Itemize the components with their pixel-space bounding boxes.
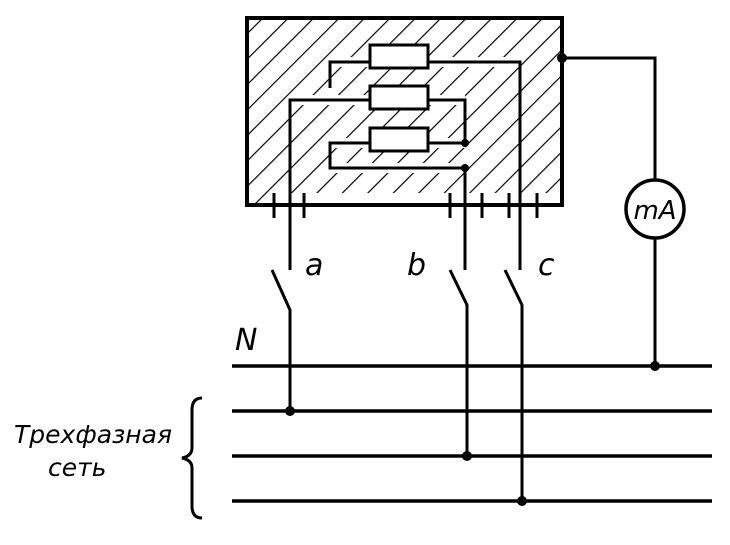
resistor-3 <box>368 126 430 153</box>
label-phase-b: b <box>407 248 426 283</box>
network-label-line1: Трехфазная <box>14 420 172 449</box>
milliammeter-icon <box>624 178 686 240</box>
switch-c <box>503 269 524 501</box>
meter-label: mA <box>633 196 676 226</box>
switch-b <box>448 269 469 456</box>
resistor-2 <box>368 84 430 111</box>
switches <box>270 269 524 501</box>
resistor-1 <box>368 43 430 70</box>
network-brace <box>181 396 203 520</box>
resistors <box>368 43 430 153</box>
milliammeter: mA <box>624 178 686 366</box>
housing-terminal-marks <box>272 193 539 218</box>
phase-lines <box>232 364 712 503</box>
label-neutral: N <box>235 323 257 358</box>
label-phase-a: a <box>305 248 323 283</box>
switch-a <box>270 269 292 411</box>
label-phase-c: c <box>538 248 555 283</box>
network-label-line2: сеть <box>48 453 106 482</box>
